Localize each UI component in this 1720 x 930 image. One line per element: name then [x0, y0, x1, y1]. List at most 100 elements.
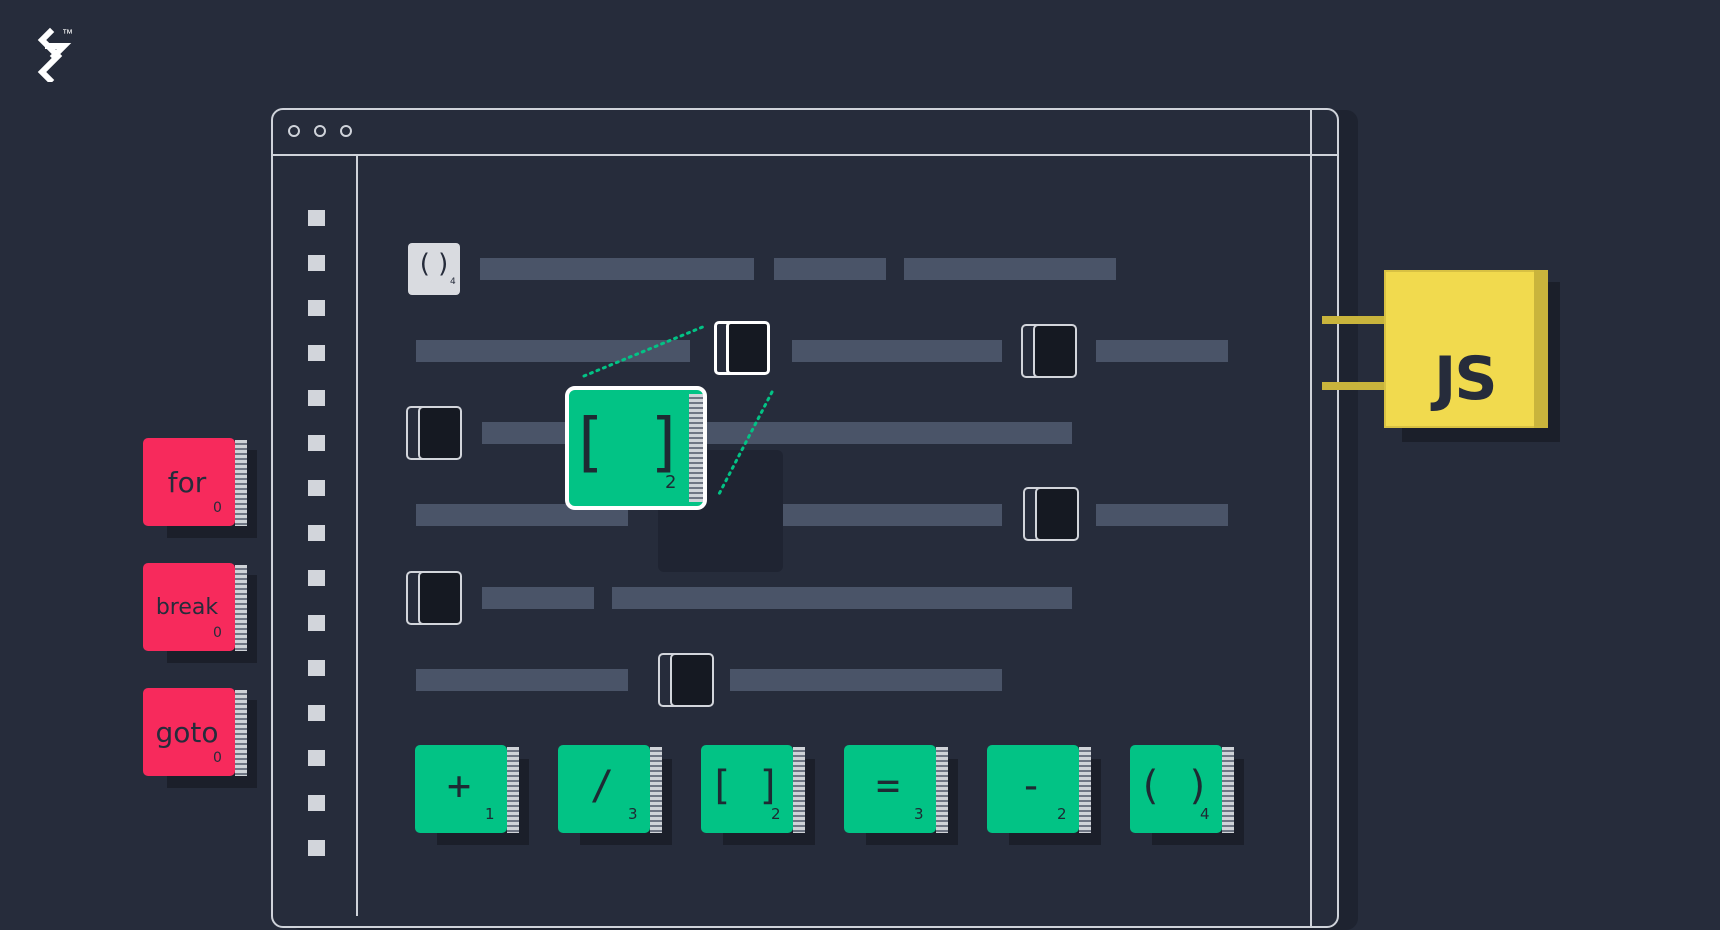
toptal-logo-icon	[37, 27, 72, 82]
operator-count: 3	[914, 805, 924, 823]
window-inner-frame	[271, 108, 1312, 928]
gutter-marker	[308, 570, 325, 586]
js-block[interactable]: JS	[1384, 270, 1544, 428]
slot-front	[418, 406, 462, 460]
slot-front	[726, 321, 770, 375]
operator-count: 3	[628, 805, 638, 823]
js-prong-bottom	[1322, 382, 1386, 390]
tile-stripes	[1079, 747, 1091, 833]
window-control-close[interactable]	[288, 125, 300, 137]
dragged-tile-symbol: [ ]	[569, 406, 685, 480]
tile-stripes	[507, 747, 519, 833]
code-line-bar	[730, 669, 1002, 691]
dragged-array-tile[interactable]: [ ] 2	[565, 386, 707, 510]
slot-block-selected[interactable]	[714, 321, 770, 377]
tile-face	[143, 563, 235, 651]
slot-block[interactable]	[406, 406, 462, 462]
operator-tile-parens[interactable]: ( ) 4	[1130, 745, 1244, 845]
slot-front	[1033, 324, 1077, 378]
js-block-edge	[1534, 270, 1548, 428]
tile-face	[987, 745, 1079, 833]
tile-face	[143, 688, 235, 776]
code-line-bar	[480, 258, 754, 280]
tile-face	[415, 745, 507, 833]
operator-symbol: ( )	[1137, 763, 1211, 809]
gutter-marker	[308, 480, 325, 496]
tile-stripes	[235, 690, 247, 776]
tile-face	[143, 438, 235, 526]
tile-stripes	[235, 440, 247, 526]
operator-tile-plus[interactable]: + 1	[415, 745, 529, 845]
code-line-bar	[730, 504, 1002, 526]
gutter-marker	[308, 300, 325, 316]
slot-block[interactable]	[658, 653, 714, 709]
dotted-connector	[582, 324, 774, 498]
window-titlebar-divider	[271, 154, 1339, 156]
tile-stripes	[936, 747, 948, 833]
tile-face	[701, 745, 793, 833]
tile-stripes	[689, 394, 703, 502]
gutter-marker	[308, 660, 325, 676]
code-line-bar	[1096, 340, 1228, 362]
code-line-bar	[482, 587, 594, 609]
paren-chip-count: 4	[450, 277, 456, 287]
keyword-count: 0	[213, 500, 222, 516]
operator-count: 4	[1200, 805, 1210, 823]
window-control-minimize[interactable]	[314, 125, 326, 137]
operator-symbol: /	[589, 763, 615, 809]
js-prong-top	[1322, 316, 1386, 324]
slot-front	[418, 571, 462, 625]
keyword-label: for	[167, 466, 207, 499]
slot-front	[1035, 487, 1079, 541]
dragged-tile-count: 2	[665, 472, 677, 493]
operator-symbol: [ ]	[708, 763, 782, 809]
tile-stripes	[235, 565, 247, 651]
keyword-tile-for[interactable]: for 0	[143, 438, 257, 538]
operator-symbol: =	[875, 763, 901, 809]
tile-face	[1130, 745, 1222, 833]
tile-face	[844, 745, 936, 833]
operator-tile-array[interactable]: [ ] 2	[701, 745, 815, 845]
slot-block[interactable]	[406, 571, 462, 627]
operator-count: 1	[485, 805, 495, 823]
gutter-marker	[308, 210, 325, 226]
gutter-marker	[308, 345, 325, 361]
slot-front	[670, 653, 714, 707]
operator-tile-minus[interactable]: - 2	[987, 745, 1101, 845]
dragged-tile-face	[565, 386, 707, 510]
gutter-marker	[308, 840, 325, 856]
trademark: ™	[62, 28, 73, 40]
keyword-count: 0	[213, 750, 222, 766]
operator-tile-equals[interactable]: = 3	[844, 745, 958, 845]
paren-chip[interactable]: ( ) 4	[408, 243, 460, 295]
keyword-label: goto	[155, 716, 219, 749]
keyword-count: 0	[213, 625, 222, 641]
code-line-bar	[792, 340, 1002, 362]
keyword-tile-break[interactable]: break 0	[143, 563, 257, 663]
gutter-divider	[356, 156, 358, 916]
slot-block[interactable]	[1021, 324, 1077, 380]
code-line-bar	[774, 258, 886, 280]
gutter-marker	[308, 255, 325, 271]
gutter-marker	[308, 390, 325, 406]
js-label: JS	[1434, 344, 1498, 414]
operator-tile-divide[interactable]: / 3	[558, 745, 672, 845]
operator-symbol: -	[1018, 763, 1044, 809]
gutter-marker	[308, 750, 325, 766]
tile-stripes	[793, 747, 805, 833]
window-control-maximize[interactable]	[340, 125, 352, 137]
keyword-label: break	[155, 595, 219, 620]
keyword-tile-goto[interactable]: goto 0	[143, 688, 257, 788]
gutter-marker	[308, 795, 325, 811]
code-line-bar	[416, 340, 690, 362]
operator-count: 2	[771, 805, 781, 823]
operator-symbol: +	[446, 763, 472, 809]
gutter-marker	[308, 435, 325, 451]
code-line-bar	[1096, 504, 1228, 526]
paren-chip-symbol: ( )	[419, 249, 449, 279]
tile-face	[558, 745, 650, 833]
gutter-marker	[308, 525, 325, 541]
slot-block[interactable]	[1023, 487, 1079, 543]
tile-stripes	[1222, 747, 1234, 833]
operator-count: 2	[1057, 805, 1067, 823]
